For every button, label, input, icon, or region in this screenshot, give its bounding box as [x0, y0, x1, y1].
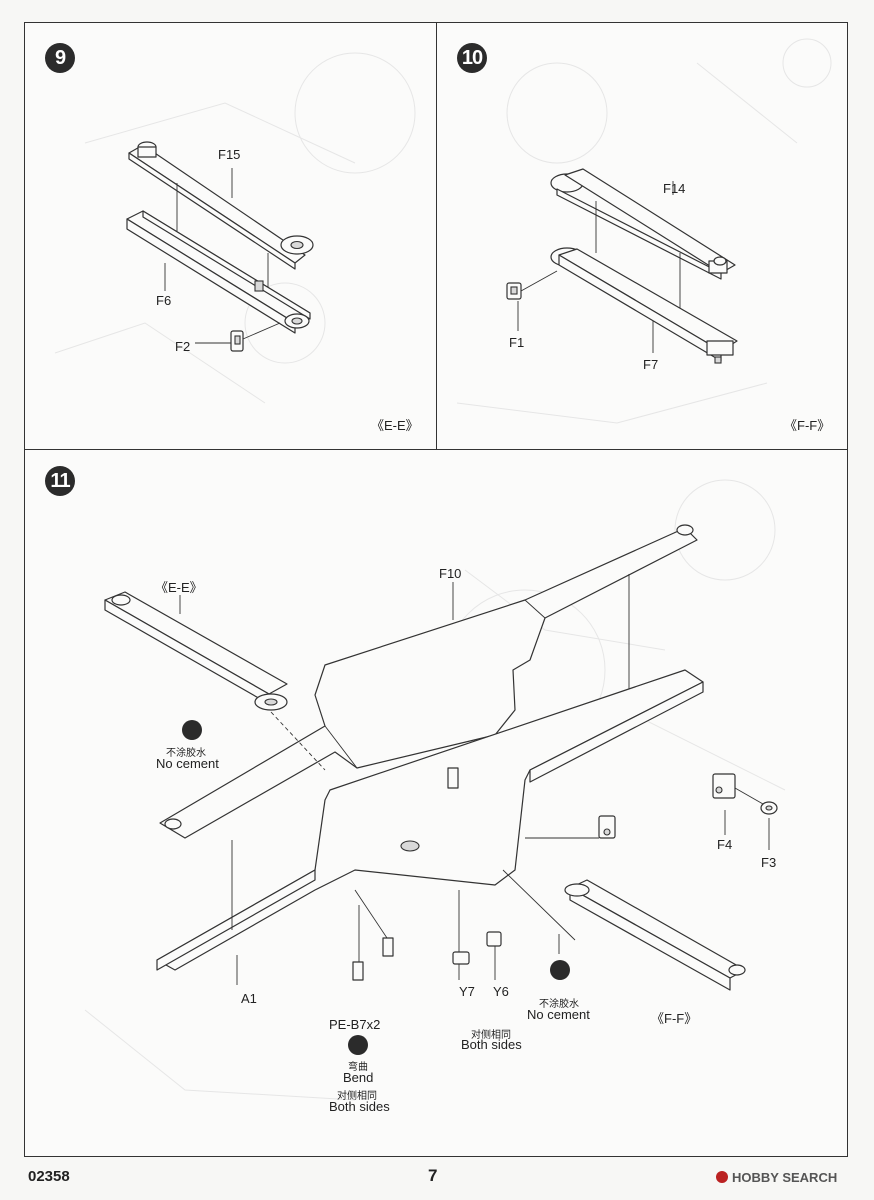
no-cement-icon — [550, 960, 570, 980]
no-cement-en-2: No cement — [527, 1007, 590, 1022]
watermark-logo: HOBBY SEARCH — [716, 1170, 837, 1185]
label-f15: F15 — [218, 147, 241, 162]
label-f1: F1 — [509, 335, 525, 350]
bend-cn: 弯曲 — [348, 1062, 368, 1073]
step-9-drawing — [54, 52, 416, 404]
part-clip-right — [598, 815, 616, 839]
both-sides-en-y: Both sides — [461, 1037, 522, 1052]
label-f2: F2 — [175, 339, 191, 354]
product-code: 02358 — [28, 1168, 70, 1185]
step-10-badge: 10 — [457, 43, 487, 73]
step-10-drawing — [456, 38, 832, 424]
part-f15 — [128, 141, 314, 270]
no-cement-icon — [182, 720, 202, 740]
step-11-badge: 11 — [45, 466, 75, 496]
subassembly-ff-label: 《F-F》 — [784, 418, 831, 433]
label-f6: F6 — [156, 293, 172, 308]
label-f4: F4 — [717, 837, 733, 852]
both-sides-en-pe: Both sides — [329, 1099, 390, 1114]
no-cement-cn-1: 不涂胶水 — [166, 748, 206, 759]
subassembly-ff — [564, 879, 746, 991]
part-f3 — [760, 801, 778, 815]
part-f4 — [712, 773, 736, 799]
step-11-panel: 11 《E-E》 F10 不涂胶水 No cement F4 F3 A1 PE-… — [24, 449, 848, 1157]
label-f3: F3 — [761, 855, 777, 870]
watermark-icon — [716, 1171, 728, 1183]
both-sides-cn-y: 对侧相同 — [471, 1030, 511, 1041]
step-9-panel: 9 F15 F6 F2 《E-E》 — [24, 22, 437, 450]
label-y6: Y6 — [493, 984, 509, 999]
part-pe-b7 — [352, 937, 394, 981]
no-cement-cn-2: 不涂胶水 — [539, 999, 579, 1010]
part-y6 — [486, 931, 502, 947]
step-10-panel: 10 F14 F1 F7 《F-F》 — [436, 22, 848, 450]
label-a1: A1 — [241, 991, 257, 1006]
label-f7: F7 — [643, 357, 659, 372]
subassembly-ee-label: 《E-E》 — [371, 418, 419, 433]
step-9-badge: 9 — [45, 43, 75, 73]
label-ff: 《F-F》 — [651, 1011, 698, 1026]
part-main-frame — [156, 669, 704, 971]
subassembly-ee — [104, 591, 288, 711]
part-f10 — [159, 524, 698, 839]
part-f1 — [506, 282, 522, 300]
no-cement-en-1: No cement — [156, 756, 219, 771]
both-sides-cn-pe: 对侧相同 — [337, 1091, 377, 1102]
part-f6 — [126, 210, 311, 334]
label-f14: F14 — [663, 181, 686, 196]
watermark-text: HOBBY SEARCH — [732, 1170, 838, 1185]
page-number: 7 — [428, 1166, 438, 1185]
bend-icon — [348, 1035, 368, 1055]
label-ee: 《E-E》 — [155, 580, 203, 595]
part-f7 — [550, 247, 738, 364]
part-y7 — [452, 951, 470, 965]
label-y7: Y7 — [459, 984, 475, 999]
part-f2 — [230, 330, 244, 352]
label-pe-b7: PE-B7x2 — [329, 1017, 381, 1032]
step-11-drawing — [84, 479, 786, 1101]
bend-en: Bend — [343, 1070, 374, 1085]
label-f10: F10 — [439, 566, 462, 581]
